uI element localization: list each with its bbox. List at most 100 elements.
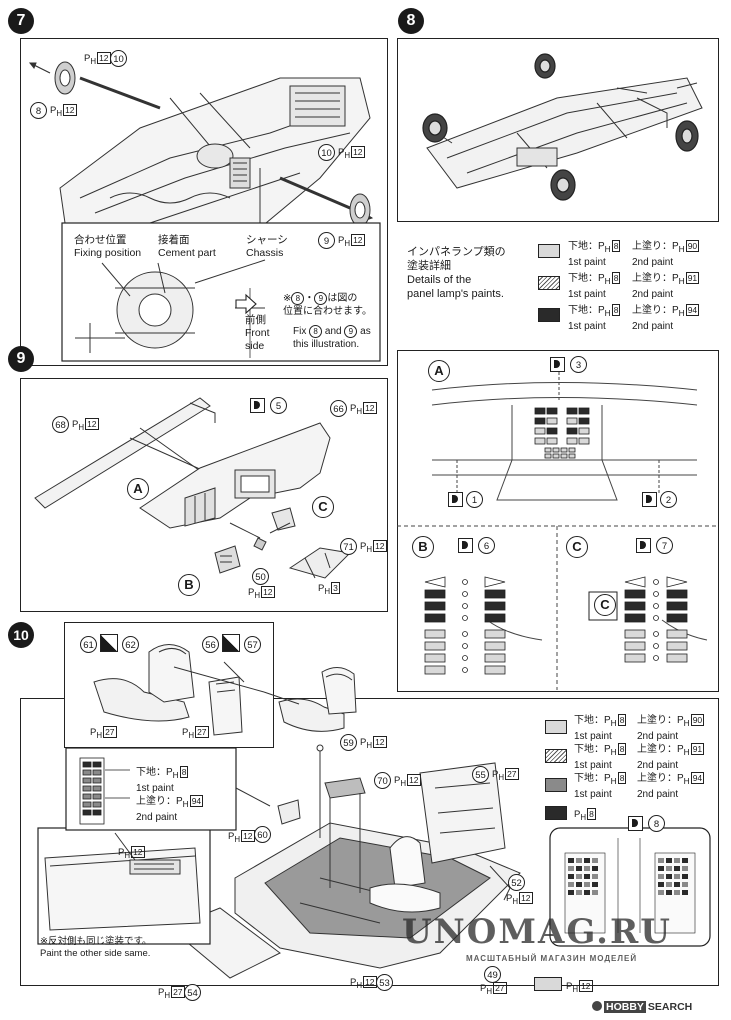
step10-part-52: 52: [508, 874, 525, 891]
decal-2-number: 2: [660, 491, 677, 508]
swatch-light: [538, 244, 560, 258]
step9-part-50: 50: [252, 568, 269, 585]
hobbysearch-icon: [592, 1001, 602, 1011]
step-9-badge: 9: [8, 346, 34, 372]
step10-part-8: 8: [648, 815, 665, 832]
strip-base-code: 8: [179, 766, 189, 778]
lamp-row2-base: 8: [611, 272, 621, 284]
step10-part-57: 57: [244, 636, 261, 653]
strip-top-code: 94: [189, 795, 204, 807]
step10-part-49: 49: [484, 966, 501, 983]
step10-part-62: 62: [122, 636, 139, 653]
decal-3-icon: [550, 357, 565, 372]
step7-part-10: 10: [110, 50, 127, 67]
panel-lamp-detail-frame: [397, 350, 719, 692]
step-8-illustration: [422, 53, 703, 201]
hobby-text: HOBBY: [604, 1001, 646, 1013]
step-10-badge: 10: [8, 622, 34, 648]
step9-label-b: B: [178, 574, 200, 596]
step-7-badge: 7: [8, 8, 34, 34]
lamp-row1-top: 90: [685, 240, 700, 252]
search-text: SEARCH: [647, 1001, 693, 1013]
legend3-top: 94: [690, 772, 705, 784]
decal-6-icon: [458, 538, 473, 553]
decal-8-icon: [628, 816, 643, 831]
step10-part-61: 61: [80, 636, 97, 653]
decal-7-number: 7: [656, 537, 673, 554]
decal-6-number: 6: [478, 537, 495, 554]
detail-label-c: C: [566, 536, 588, 558]
decal-2-icon: [642, 492, 657, 507]
swatch-hatch: [538, 276, 560, 290]
step-10-interior-illustration: [37, 744, 711, 979]
note-en-circle-8: 8: [309, 325, 323, 338]
legend2-top: 91: [690, 743, 705, 755]
decal-1-number: 1: [466, 491, 483, 508]
legend3-base: 8: [617, 772, 627, 784]
lamp-row2-top: 91: [685, 272, 700, 284]
paint-other-side-note: ※反対側も同じ塗装です。Paint the other side same.: [40, 936, 152, 959]
step10-part-56: 56: [202, 636, 219, 653]
step-10-seat-illustration: [93, 644, 357, 736]
step7-part-8: 8: [30, 102, 47, 119]
step9-label-c: C: [312, 496, 334, 518]
paint-mirror-icon-b: [222, 634, 240, 652]
detail-label-c-inset: C: [594, 594, 616, 616]
step-8-badge: 8: [398, 8, 424, 34]
decal-3-number: 3: [570, 356, 587, 373]
note-en-circle-9: 9: [344, 325, 358, 338]
lamp-panel-cells: [568, 858, 688, 895]
lamp-row1-base: 8: [611, 240, 621, 252]
lamp-row3-base: 8: [611, 304, 621, 316]
step9-part-71: 71: [340, 538, 357, 555]
step10-part-70: 70: [374, 772, 391, 789]
decal-5-icon: [250, 398, 265, 413]
step10-part-59: 59: [340, 734, 357, 751]
detail-label-b: B: [412, 536, 434, 558]
legend-swatch-mid: [545, 778, 567, 792]
legend-swatch-dark: [545, 806, 567, 820]
legend-swatch-hatch: [545, 749, 567, 763]
watermark-sub: МАСШТАБНЫЙ МАГАЗИН МОДЕЛЕЙ: [466, 954, 638, 963]
step9-label-a: A: [127, 478, 149, 500]
